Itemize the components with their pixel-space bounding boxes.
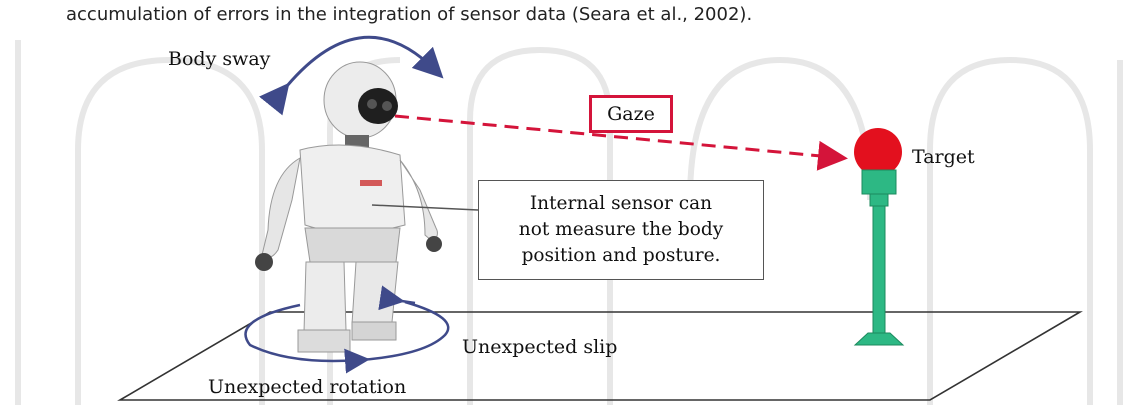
sensor-callout-leader <box>371 204 479 211</box>
gaze-line <box>394 114 848 171</box>
rotation-arrow-right <box>359 300 450 362</box>
rotation-arrow-left <box>244 303 370 374</box>
target-label: Target <box>912 146 975 168</box>
internal-sensor-line-3: position and posture. <box>521 245 721 266</box>
floor-plane <box>117 311 1083 401</box>
rotation-arrow-tip <box>378 285 416 311</box>
internal-sensor-line-2: not measure the body <box>518 219 724 240</box>
unexpected-rotation-label: Unexpected rotation <box>208 376 407 398</box>
internal-sensor-line-1: Internal sensor can <box>529 193 713 214</box>
caption-text: accumulation of errors in the integratio… <box>66 4 753 25</box>
unexpected-slip-label: Unexpected slip <box>462 336 618 358</box>
internal-sensor-callout: Internal sensor can not measure the body… <box>478 180 764 280</box>
body-sway-arrow <box>259 35 444 116</box>
body-sway-label: Body sway <box>168 48 271 70</box>
target-post <box>853 128 905 346</box>
gaze-label: Gaze <box>589 95 673 133</box>
